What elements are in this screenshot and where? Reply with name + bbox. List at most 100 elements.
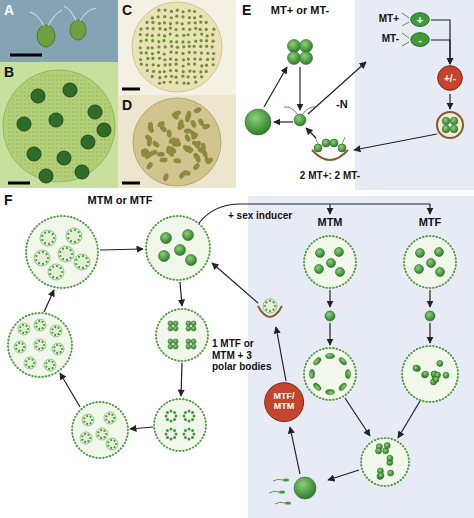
- somatic-cell: [16, 99, 18, 101]
- somatic-cell: [80, 99, 82, 101]
- embryo-cell: [105, 419, 107, 421]
- somatic-cell: [179, 279, 181, 281]
- somatic-cell: [350, 245, 352, 247]
- zygote-circle: [438, 66, 463, 91]
- somatic-cell: [89, 455, 91, 457]
- somatic-cell: [455, 261, 457, 263]
- panel-f-ground: [0, 190, 474, 518]
- cycle-arrow: [299, 67, 300, 110]
- somatic-cell: [22, 371, 24, 373]
- somatic-cell: [160, 350, 162, 352]
- somatic-cell: [44, 103, 46, 105]
- somatic-cell: [62, 366, 64, 368]
- somatic-cell: [203, 347, 205, 349]
- embryo-cell: [191, 339, 196, 344]
- green-cell: [300, 52, 313, 65]
- somatic-cell: [92, 151, 94, 153]
- embryo-cell: [170, 438, 173, 441]
- embryo-cell: [35, 346, 37, 348]
- somatic-cell: [60, 167, 62, 169]
- somatic-cell: [181, 75, 184, 78]
- somatic-cell: [362, 471, 364, 473]
- somatic-cell: [76, 75, 78, 77]
- somatic-cell: [164, 8, 167, 11]
- cycle-arrow: [429, 204, 430, 214]
- somatic-cell: [64, 127, 66, 129]
- somatic-cell: [158, 347, 160, 349]
- somatic-cell: [64, 115, 66, 117]
- somatic-cell: [12, 143, 14, 145]
- somatic-cell: [353, 383, 355, 385]
- somatic-cell: [72, 436, 74, 438]
- somatic-cell: [28, 103, 30, 105]
- somatic-cell: [447, 394, 449, 396]
- somatic-cell: [12, 99, 14, 101]
- somatic-cell: [7, 342, 9, 344]
- somatic-cell: [350, 277, 352, 279]
- somatic-cell: [64, 139, 66, 141]
- somatic-cell: [28, 87, 30, 89]
- somatic-cell: [84, 99, 86, 101]
- somatic-cell: [306, 386, 308, 388]
- embryo-cell: [191, 411, 194, 414]
- somatic-cell: [408, 457, 410, 459]
- somatic-cell: [70, 351, 72, 353]
- somatic-cell: [96, 91, 98, 93]
- somatic-cell: [361, 468, 363, 470]
- embryo-cell: [97, 435, 99, 437]
- somatic-cell: [179, 398, 181, 400]
- somatic-cell: [176, 398, 178, 400]
- somatic-cell: [322, 286, 324, 288]
- somatic-cell: [8, 127, 10, 129]
- somatic-cell: [60, 87, 62, 89]
- somatic-cell: [28, 95, 30, 97]
- somatic-cell: [92, 119, 94, 121]
- sperm-packet: [346, 370, 351, 379]
- somatic-cell: [40, 103, 42, 105]
- fertilized-egg: [376, 448, 382, 454]
- green-cell: [442, 125, 450, 133]
- somatic-cell: [100, 143, 102, 145]
- somatic-cell: [353, 251, 355, 253]
- somatic-cell: [419, 237, 421, 239]
- somatic-cell: [72, 127, 74, 129]
- embryo-cell: [87, 440, 89, 442]
- somatic-cell: [406, 274, 408, 276]
- somatic-cell: [80, 79, 82, 81]
- somatic-cell: [68, 143, 70, 145]
- somatic-cell: [146, 69, 149, 72]
- somatic-cell: [126, 436, 128, 438]
- embryo-cell: [183, 415, 186, 418]
- green-cell: [450, 125, 458, 133]
- embryo-cell: [49, 269, 51, 271]
- somatic-cell: [28, 107, 30, 109]
- somatic-cell: [24, 107, 26, 109]
- daughter-colony: [81, 135, 95, 149]
- somatic-cell: [32, 83, 34, 85]
- somatic-cell: [157, 45, 160, 48]
- sperm-packet: [171, 112, 180, 121]
- somatic-cell: [104, 99, 106, 101]
- embryo-cell: [183, 433, 186, 436]
- somatic-cell: [16, 131, 18, 133]
- somatic-cell: [60, 147, 62, 149]
- gonidium: [435, 248, 444, 257]
- embryo-cell: [54, 334, 56, 336]
- somatic-cell: [117, 450, 119, 452]
- somatic-cell: [189, 448, 191, 450]
- embryo-cell: [184, 418, 187, 421]
- sperm-packet: [159, 157, 167, 163]
- somatic-cell: [191, 358, 193, 360]
- somatic-cell: [56, 139, 58, 141]
- somatic-cell: [197, 406, 199, 408]
- somatic-cell: [205, 421, 207, 423]
- green-cell: [314, 144, 322, 152]
- somatic-cell: [145, 249, 147, 251]
- somatic-cell: [87, 275, 89, 277]
- somatic-cell: [206, 260, 208, 262]
- somatic-cell: [170, 75, 173, 78]
- somatic-cell: [145, 245, 147, 247]
- juvenile-colony: [104, 412, 116, 424]
- somatic-cell: [32, 79, 34, 81]
- somatic-cell: [84, 163, 86, 165]
